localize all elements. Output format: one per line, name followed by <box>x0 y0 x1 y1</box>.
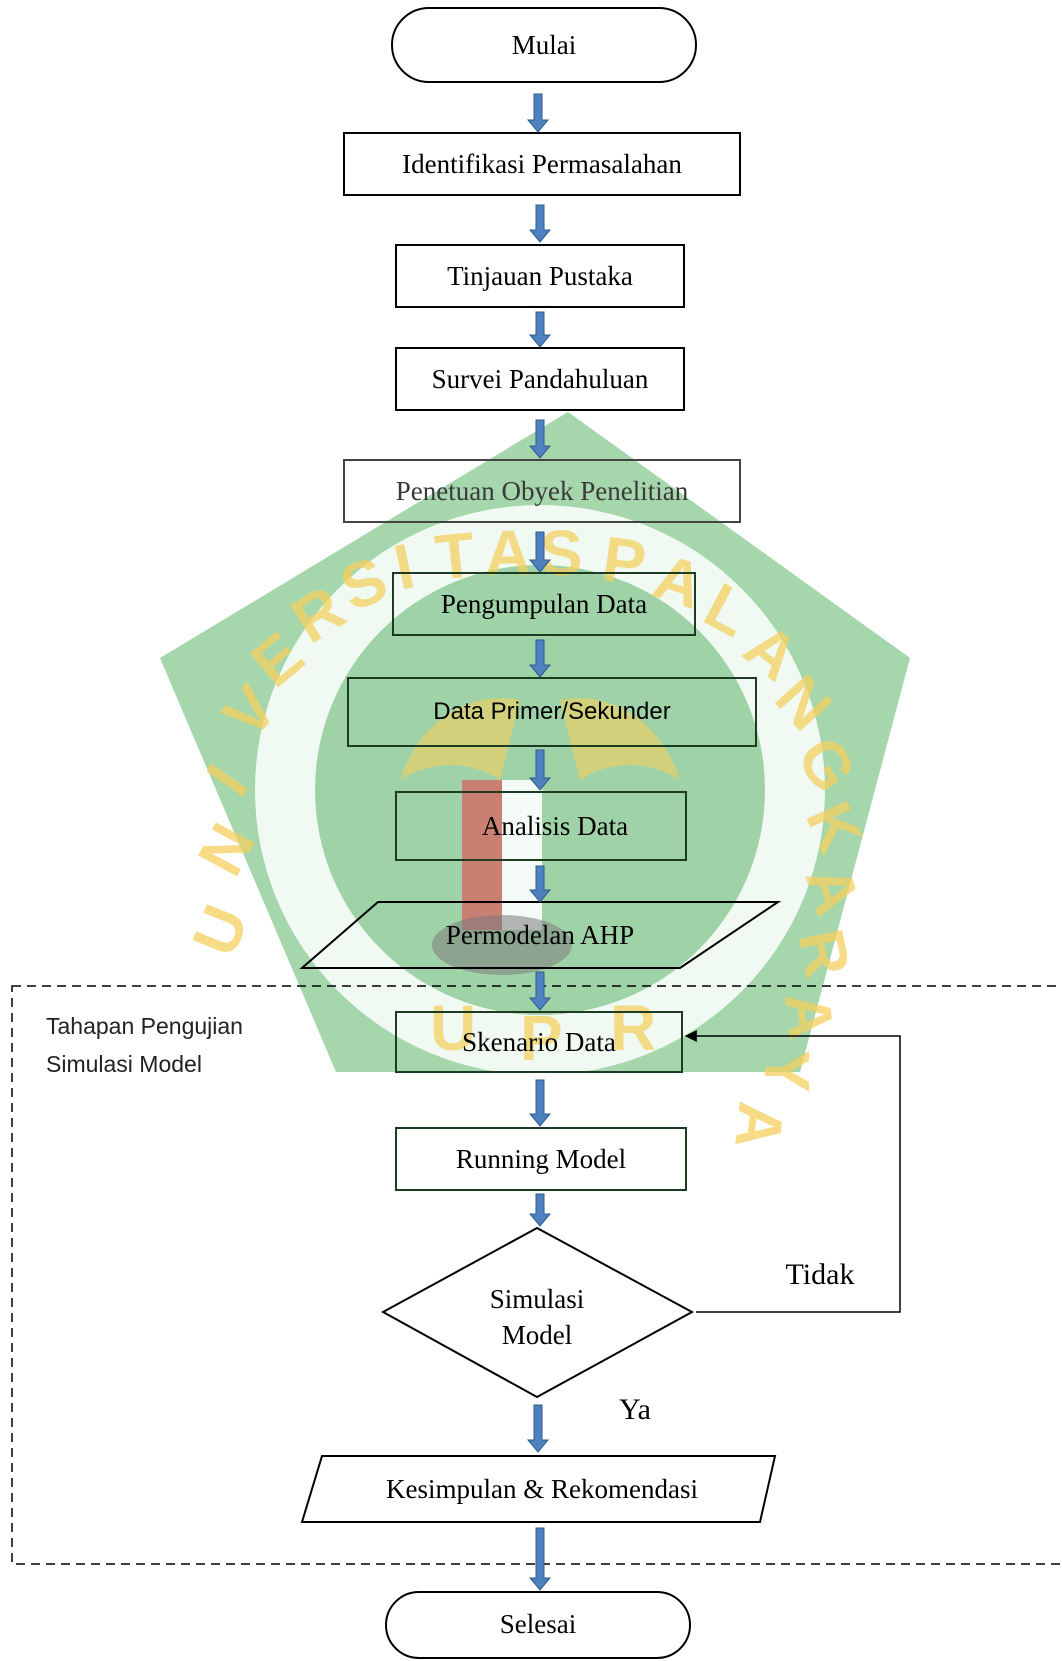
identifikasi-label: Identifikasi Permasalahan <box>402 149 682 179</box>
start-terminator-shape <box>391 7 697 83</box>
svg-text:S: S <box>540 517 583 589</box>
emblem-shield-red <box>462 780 502 930</box>
region-label-line1: Tahapan Pengujian <box>46 1013 243 1039</box>
arrow-2 <box>528 204 552 243</box>
kesimpulan-label: Kesimpulan & Rekomendasi <box>386 1474 698 1504</box>
region-label-line2: Simulasi Model <box>46 1051 202 1077</box>
penetuan-box <box>343 459 741 523</box>
svg-text:Y: Y <box>751 1050 823 1093</box>
end-label: Selesai <box>499 1609 577 1639</box>
skenario-box <box>395 1011 683 1073</box>
end-terminator-shape <box>385 1591 691 1659</box>
arrow-7 <box>528 749 552 791</box>
arrow-5 <box>528 531 552 573</box>
primer-label: Data Primer/Sekunder <box>433 698 671 725</box>
arrow-13 <box>528 1527 552 1591</box>
arrow-4 <box>528 419 552 459</box>
penetuan-label: Penetuan Obyek Penelitian <box>395 476 689 506</box>
arrow-10 <box>528 1079 552 1127</box>
svg-text:P: P <box>520 1002 563 1074</box>
analisis-box <box>395 791 687 861</box>
edge-label-no: Tidak <box>785 1258 855 1291</box>
simulasi-decision-diamond <box>380 1226 695 1399</box>
svg-text:R: R <box>610 992 656 1064</box>
analisis-label: Analisis Data <box>481 811 629 841</box>
simulasi-label-line1: Simulasi <box>489 1284 585 1314</box>
arrow-9 <box>528 971 552 1011</box>
emblem-base <box>432 915 572 975</box>
arrow-12 <box>526 1404 550 1453</box>
svg-text:A: A <box>771 989 847 1042</box>
permodelan-label: Permodelan AHP <box>445 920 635 950</box>
running-box <box>395 1127 687 1191</box>
svg-text:T: T <box>432 518 478 594</box>
arrow-6 <box>528 639 552 678</box>
identifikasi-box <box>343 132 741 196</box>
survei-box <box>395 347 685 411</box>
simulasi-label-line2: Model <box>501 1320 573 1350</box>
svg-text:A: A <box>721 1099 797 1152</box>
survei-label: Survei Pandahuluan <box>431 364 649 394</box>
emblem-shield-white <box>502 780 542 930</box>
kesimpulan-parallelogram <box>300 1455 777 1523</box>
permodelan-parallelogram <box>299 901 782 969</box>
arrow-8 <box>528 865 552 903</box>
svg-text:U: U <box>430 992 476 1064</box>
emblem-wing-right <box>560 698 680 780</box>
emblem-wing-left <box>400 698 520 780</box>
start-label: Mulai <box>511 30 577 60</box>
svg-text:P: P <box>598 523 650 600</box>
running-label: Running Model <box>455 1144 627 1174</box>
arrow-3 <box>528 311 552 348</box>
primer-box <box>347 677 757 747</box>
pengumpulan-label: Pengumpulan Data <box>440 589 648 619</box>
feedback-loop-connector <box>684 1030 901 1313</box>
tinjauan-box <box>395 244 685 308</box>
block-arrows <box>526 93 552 1591</box>
edge-label-yes: Ya <box>619 1393 651 1426</box>
arrow-11 <box>528 1193 552 1227</box>
pengumpulan-box <box>392 572 696 636</box>
arrow-1 <box>526 93 550 133</box>
tinjauan-label: Tinjauan Pustaka <box>447 261 633 291</box>
svg-text:A: A <box>485 517 531 589</box>
skenario-label: Skenario Data <box>462 1027 616 1057</box>
